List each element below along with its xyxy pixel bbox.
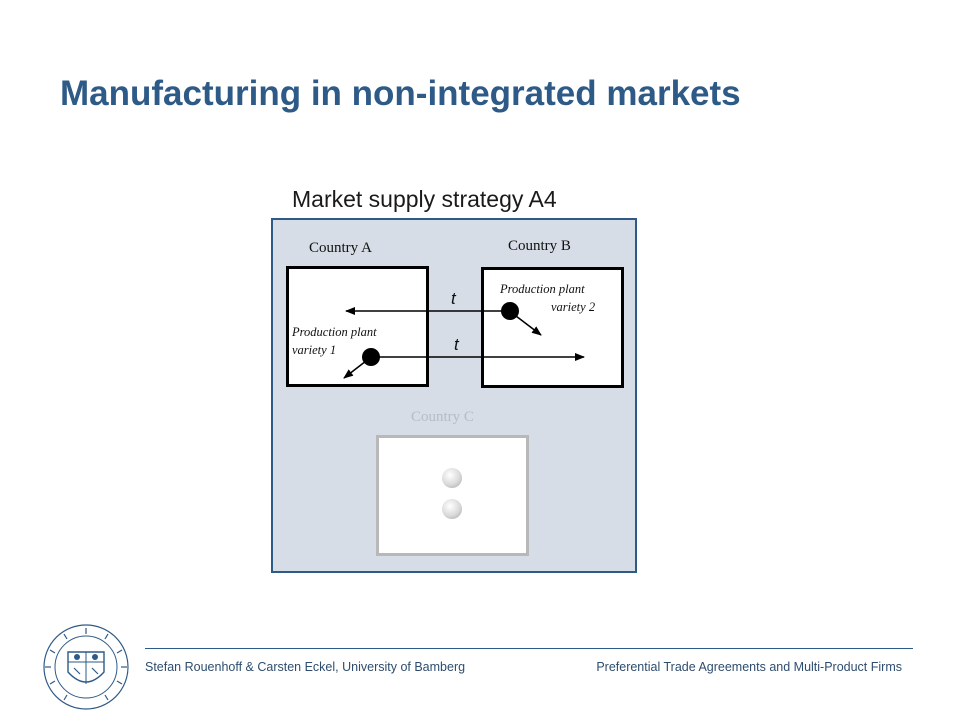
country-c-dot-upper xyxy=(442,468,462,488)
country-a-label: Country A xyxy=(309,240,372,256)
country-b-label: Country B xyxy=(508,238,571,254)
footer-talk-title: Preferential Trade Agreements and Multi-… xyxy=(596,660,902,674)
country-b-box xyxy=(481,267,624,388)
plant-2-label-line1: Production plant xyxy=(500,282,585,296)
plant-2-dot xyxy=(501,302,519,320)
plant-1-dot xyxy=(362,348,380,366)
plant-2-label-line2: variety 2 xyxy=(551,300,596,314)
tariff-label-lower: t xyxy=(454,335,459,354)
plant-1-label-line2: variety 1 xyxy=(292,343,337,357)
slide-title: Manufacturing in non-integrated markets xyxy=(60,74,741,113)
local-arrow-b xyxy=(515,315,542,336)
country-c-box xyxy=(376,435,529,556)
plant-1-label-line1: Production plant xyxy=(292,325,377,339)
local-arrow-a xyxy=(343,360,367,379)
university-seal-icon xyxy=(43,624,129,710)
tariff-label-upper: t xyxy=(451,289,456,308)
diagram-subtitle: Market supply strategy A4 xyxy=(292,186,557,212)
footer-authors: Stefan Rouenhoff & Carsten Eckel, Univer… xyxy=(145,660,466,674)
country-c-dot-lower xyxy=(442,499,462,519)
country-c-label: Country C xyxy=(411,409,474,425)
footer-divider xyxy=(145,648,913,649)
